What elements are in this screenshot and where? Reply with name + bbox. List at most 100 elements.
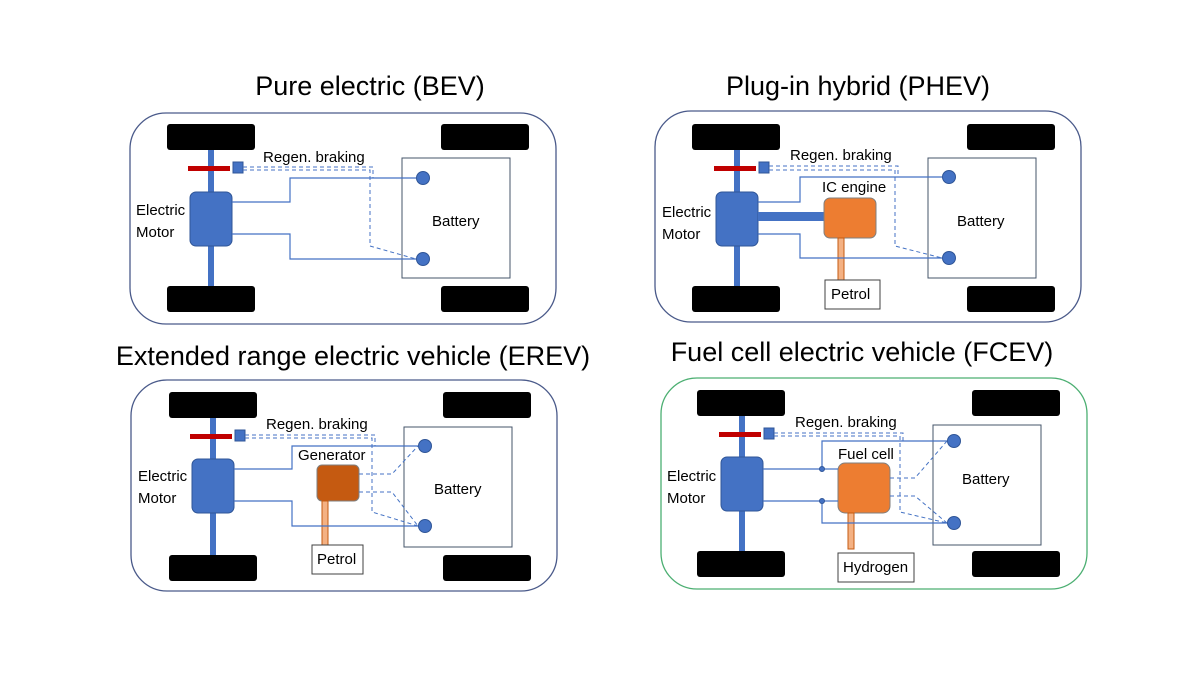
fcev-electric-motor: [720, 456, 764, 512]
phev-brake-disc: [714, 166, 756, 171]
erev-wheel-rear-left: [169, 555, 257, 581]
fcev-regen-sensor: [763, 427, 775, 440]
erev-battery-label: Battery: [434, 481, 482, 498]
erev-regen-label: Regen. braking: [266, 416, 368, 433]
phev-wheel-front-left: [692, 124, 780, 150]
phev-wheel-rear-left: [692, 286, 780, 312]
fcev-wheel-front-right: [972, 390, 1060, 416]
fcev-fuel-cell-signal-1: [890, 440, 948, 479]
fcev-wheel-rear-left: [697, 551, 785, 577]
erev-battery-terminal-negative: [418, 519, 432, 533]
bev-regen-signal-line-2: [243, 169, 417, 260]
phev-fuel-label: Petrol: [831, 286, 870, 303]
erev-motor-label-line1: Electric: [138, 468, 188, 485]
fcev-title: Fuel cell electric vehicle (FCEV): [671, 337, 1054, 367]
phev-regen-sensor: [758, 161, 770, 174]
erev-wheel-rear-right: [443, 555, 531, 581]
phev-wheel-front-right: [967, 124, 1055, 150]
fcev-battery-terminal-positive: [947, 434, 961, 448]
phev-fuel-tank: [824, 279, 881, 310]
bev-battery-terminal-positive: [416, 171, 430, 185]
erev-regen-sensor: [234, 429, 246, 442]
phev-diagram: Plug-in hybrid (PHEV) Regen. braking Ele…: [654, 71, 1082, 323]
fcev-junction-2: [819, 498, 825, 504]
bev-power-wire-negative: [232, 233, 416, 260]
erev-generator-label: Generator: [298, 447, 366, 464]
phev-drive-shaft: [758, 212, 824, 221]
erev-battery-terminal-positive: [418, 439, 432, 453]
fcev-motor-label-line1: Electric: [667, 468, 717, 485]
phev-battery-label: Battery: [957, 213, 1005, 230]
phev-regen-label: Regen. braking: [790, 147, 892, 164]
fcev-power-wire-positive: [763, 440, 947, 470]
erev-wheel-front-right: [443, 392, 531, 418]
phev-electric-motor: [715, 191, 759, 247]
fcev-fuel-label: Hydrogen: [843, 559, 908, 576]
erev-fuel-pipe: [321, 500, 329, 546]
fcev-fuel-cell: [837, 462, 891, 514]
erev-generator-line-1: [359, 445, 419, 475]
fcev-vehicle-frame: [660, 377, 1088, 590]
bev-wheel-front-right: [441, 124, 529, 150]
erev-generator-line-2: [359, 491, 419, 527]
erev-wheel-front-left: [169, 392, 257, 418]
bev-battery-label: Battery: [432, 213, 480, 230]
fcev-power-wire-negative: [763, 500, 947, 524]
bev-motor-label-line1: Electric: [136, 202, 186, 219]
fcev-junction-1: [819, 466, 825, 472]
erev-generator: [316, 464, 360, 502]
fcev-regen-signal-line-1: [774, 432, 947, 442]
fcev-fuel-cell-signal-2: [890, 495, 948, 524]
fcev-wheel-rear-right: [972, 551, 1060, 577]
fcev-regen-label: Regen. braking: [795, 414, 897, 431]
phev-wheel-rear-right: [967, 286, 1055, 312]
fcev-battery-terminal-negative: [947, 516, 961, 530]
bev-regen-signal-line-1: [243, 166, 416, 179]
fcev-motor-label-line2: Motor: [667, 490, 705, 507]
bev-power-wire-positive: [232, 177, 416, 203]
erev-fuel-label: Petrol: [317, 551, 356, 568]
phev-battery-terminal-negative: [942, 251, 956, 265]
erev-brake-disc: [190, 434, 232, 439]
bev-electric-motor: [189, 191, 233, 247]
phev-vehicle-frame: [654, 110, 1082, 323]
phev-fuel-pipe: [837, 237, 845, 281]
phev-motor-label-line1: Electric: [662, 204, 712, 221]
erev-motor-label-line2: Motor: [138, 490, 176, 507]
phev-motor-label-line2: Motor: [662, 226, 700, 243]
erev-electric-motor: [191, 458, 235, 514]
bev-diagram: Pure electric (BEV) Regen. braking Elect…: [129, 71, 557, 325]
erev-diagram: Extended range electric vehicle (EREV) R…: [116, 341, 590, 592]
fcev-wheel-front-left: [697, 390, 785, 416]
phev-power-wire-negative: [758, 233, 942, 259]
phev-ic-engine: [823, 197, 877, 239]
fcev-hydrogen-pipe: [847, 512, 855, 550]
fcev-battery-label: Battery: [962, 471, 1010, 488]
phev-regen-signal-line-1: [769, 165, 942, 178]
erev-power-wire-negative: [234, 500, 418, 527]
erev-power-wire-positive: [234, 445, 418, 470]
bev-vehicle-frame: [129, 112, 557, 325]
bev-wheel-rear-right: [441, 286, 529, 312]
phev-regen-signal-line-2: [769, 169, 943, 259]
bev-brake-disc: [188, 166, 230, 171]
bev-wheel-front-left: [167, 124, 255, 150]
fcev-diagram: Fuel cell electric vehicle (FCEV) Regen.…: [660, 337, 1088, 590]
fcev-brake-disc: [719, 432, 761, 437]
phev-title: Plug-in hybrid (PHEV): [726, 71, 990, 101]
phev-engine-label: IC engine: [822, 179, 886, 196]
phev-battery-terminal-positive: [942, 170, 956, 184]
bev-motor-label-line2: Motor: [136, 224, 174, 241]
erev-regen-signal-line-2: [245, 437, 419, 527]
erev-title: Extended range electric vehicle (EREV): [116, 341, 590, 371]
bev-wheel-rear-left: [167, 286, 255, 312]
bev-regen-sensor: [232, 161, 244, 174]
fcev-regen-signal-line-2: [774, 435, 948, 524]
bev-title: Pure electric (BEV): [255, 71, 485, 101]
erev-fuel-tank: [311, 544, 364, 575]
fcev-hydrogen-tank: [837, 552, 915, 583]
bev-battery-terminal-negative: [416, 252, 430, 266]
bev-regen-label: Regen. braking: [263, 149, 365, 166]
fcev-fuel-cell-label: Fuel cell: [838, 446, 894, 463]
